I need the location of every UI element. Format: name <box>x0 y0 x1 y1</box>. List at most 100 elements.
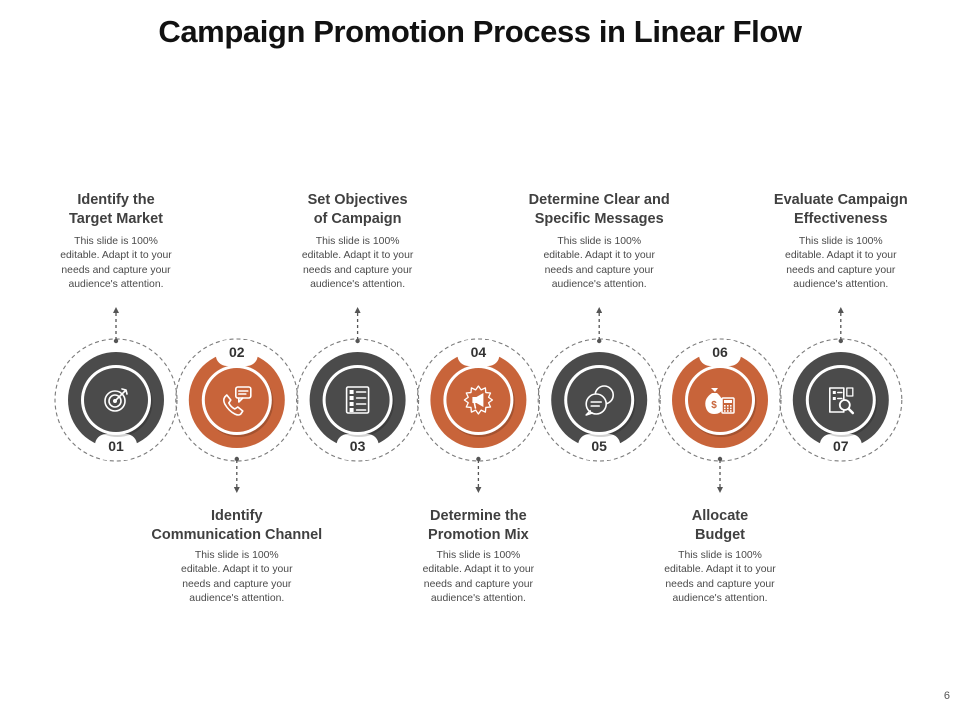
connector-dot <box>717 456 723 462</box>
step-description-line: needs and capture your <box>423 578 533 590</box>
step-heading-line: of Campaign <box>313 211 402 227</box>
connector-dot <box>597 338 602 344</box>
svg-text:$: $ <box>711 400 717 411</box>
step-description-line: editable. Adapt it to your <box>301 250 414 262</box>
step-description-line: needs and capture your <box>303 264 413 276</box>
step-description-line: This slide is 100% <box>678 550 762 561</box>
step-description: This slide is 100%editable. Adapt it to … <box>162 549 312 606</box>
number-tab <box>578 434 621 460</box>
step-number-badge: 04 <box>470 344 487 360</box>
step-description-line: This slide is 100% <box>74 236 158 247</box>
step-03 <box>296 307 420 462</box>
money-bag-calculator-icon: $ <box>705 388 735 414</box>
step-description-line: audience's attention. <box>551 278 647 290</box>
step-01 <box>54 307 178 462</box>
step-description: This slide is 100%editable. Adapt it to … <box>403 549 553 606</box>
checklist-icon <box>345 386 370 414</box>
number-tab <box>457 340 500 366</box>
dashed-ring <box>779 338 903 462</box>
dashed-ring <box>54 338 178 462</box>
step-heading-line: Specific Messages <box>534 211 664 227</box>
step-heading-line: Budget <box>695 527 745 543</box>
dashed-ring <box>175 338 299 462</box>
step-number-badge: 03 <box>349 438 366 454</box>
step-description-line: audience's attention. <box>310 278 406 290</box>
step-06: $ <box>658 338 782 493</box>
dashed-ring <box>537 338 661 462</box>
inner-core <box>204 368 269 432</box>
step-description: This slide is 100% editable. Adapt it to … <box>766 235 916 292</box>
step-heading-line: Determine Clear and <box>528 192 670 208</box>
step-description-line: editable. Adapt it to your <box>422 564 535 576</box>
number-tab <box>95 434 137 460</box>
step-description-line: audience's attention. <box>68 278 164 290</box>
connector-dot <box>476 456 481 462</box>
connector-dot <box>838 338 843 344</box>
step-description: This slide is 100% editable. Adapt it to … <box>283 235 433 292</box>
page-title: Campaign Promotion Process in Linear Flo… <box>158 14 802 49</box>
step-heading-line: Identify <box>211 508 263 524</box>
step-heading-line: Identify the <box>77 192 155 208</box>
connector-dot <box>234 456 239 462</box>
step-heading-line: Promotion Mix <box>428 527 529 543</box>
megaphone-icon <box>463 385 494 415</box>
step-description-line: needs and capture your <box>786 264 896 276</box>
step-number-badge: 02 <box>229 344 245 360</box>
step-description-line: This slide is 100% <box>557 236 642 247</box>
step-description-line: editable. Adapt it to your <box>543 250 655 262</box>
dashed-ring <box>296 338 420 462</box>
number-tab <box>336 434 379 460</box>
step-description-line: editable. Adapt it to your <box>60 250 172 262</box>
step-heading-line: Set Objectives <box>307 192 408 208</box>
step-05 <box>537 307 661 462</box>
step-number-badge: 01 <box>108 438 124 454</box>
step-heading-line: Effectiveness <box>794 211 888 227</box>
step-number-badge: 07 <box>833 438 849 454</box>
inner-core <box>325 368 390 432</box>
number-tab <box>699 340 741 366</box>
step-04 <box>416 338 540 493</box>
inner-core <box>808 368 873 432</box>
step-heading-line: Allocate <box>691 508 749 524</box>
page-number: 6 <box>943 690 950 702</box>
step-description: This slide is 100% editable. Adapt it to … <box>645 549 795 606</box>
report-magnifier-icon <box>828 387 855 415</box>
step-07 <box>779 307 903 462</box>
dashed-ring <box>658 338 782 462</box>
step-description-line: This slide is 100% <box>315 236 400 247</box>
step-description-line: editable. Adapt it to your <box>664 564 776 576</box>
connector-dot <box>355 338 360 344</box>
step-heading-line: Target Market <box>68 211 163 227</box>
target-icon <box>104 388 128 412</box>
phone-chat-icon <box>223 386 252 416</box>
step-description-line: This slide is 100% <box>798 236 883 247</box>
step-description-line: needs and capture your <box>182 578 292 590</box>
step-heading: Set Objectives of Campaign <box>253 191 463 229</box>
step-heading-line: Communication Channel <box>151 527 323 543</box>
step-number-badge: 06 <box>712 344 728 360</box>
dashed-ring <box>416 338 540 462</box>
step-description-line: needs and capture your <box>61 264 171 276</box>
chat-bubbles-icon <box>585 385 615 416</box>
step-description-line: audience's attention. <box>793 278 889 290</box>
step-description-line: editable. Adapt it to your <box>785 250 897 262</box>
number-tab <box>819 434 862 460</box>
step-heading-line: Evaluate Campaign <box>773 192 908 208</box>
step-heading-line: Determine the <box>430 508 527 524</box>
connector-dot <box>113 338 119 344</box>
step-description-line: This slide is 100% <box>194 550 279 561</box>
number-tab <box>215 340 258 366</box>
step-02 <box>175 338 299 493</box>
step-description-line: audience's attention. <box>430 592 526 604</box>
step-description: This slide is 100% editable. Adapt it to … <box>41 235 191 292</box>
step-description: This slide is 100% editable. Adapt it to … <box>524 235 674 292</box>
step-description-line: needs and capture your <box>665 578 775 590</box>
step-description-line: audience's attention. <box>672 592 768 604</box>
